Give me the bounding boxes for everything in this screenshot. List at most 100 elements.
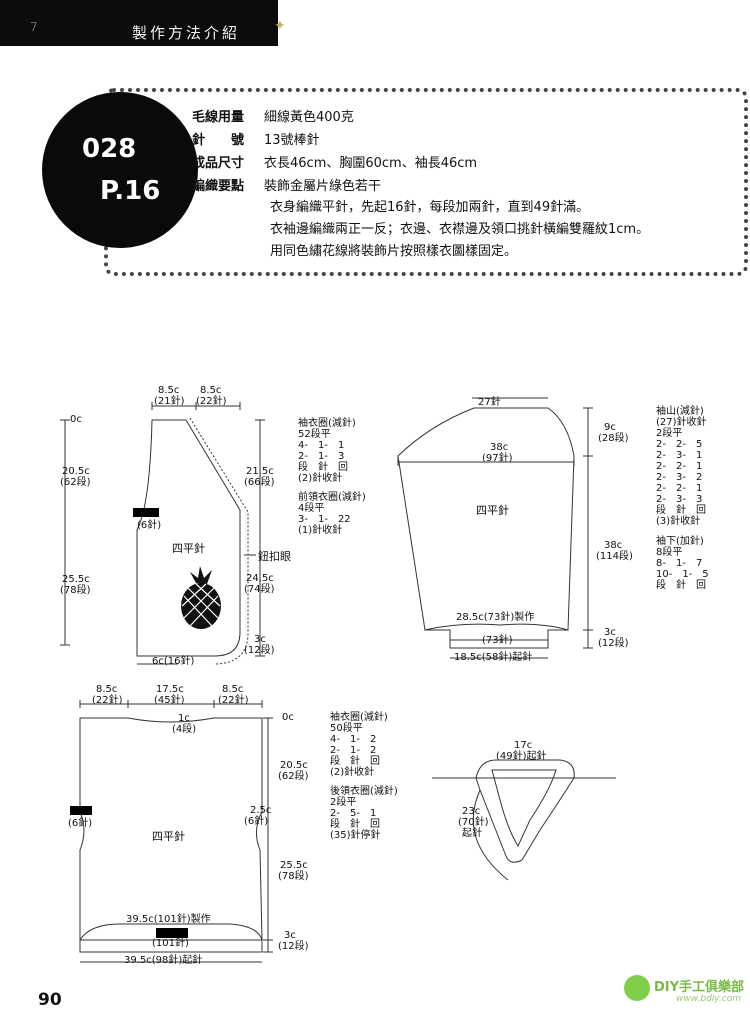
back-neck-line: 段 針 回 bbox=[330, 819, 380, 830]
front-neck-line: (1)針收針 bbox=[298, 525, 343, 536]
front-upper-rows: (62段) bbox=[60, 477, 91, 488]
sleeve-hem-rows: (12段) bbox=[598, 638, 629, 649]
marker-block bbox=[70, 806, 92, 815]
back-upper-rows: (62段) bbox=[278, 771, 309, 782]
page-number: 90 bbox=[38, 990, 62, 1010]
spec-row: 毛線用量細線黃色400克 bbox=[192, 110, 354, 125]
back-hem-st: (101針) bbox=[152, 938, 189, 949]
sleeve-len-rows: (114段) bbox=[596, 551, 633, 562]
sleeve-cap-line: 2段平 bbox=[656, 428, 683, 439]
back-top-r-st: (22針) bbox=[218, 695, 249, 706]
collar-arc-dim bbox=[472, 789, 509, 881]
sleeve-cap-cm: 9c bbox=[604, 422, 616, 433]
collar-top-cm: 17c bbox=[514, 740, 533, 751]
sleeve-hem-cm: 3c bbox=[604, 627, 616, 638]
sleeve-inc-line: 段 針 回 bbox=[656, 580, 706, 591]
front-top-left-st: (21針) bbox=[154, 396, 185, 407]
back-hem-rows: (12段) bbox=[278, 941, 309, 952]
front-note-line: 段 針 回 bbox=[298, 462, 348, 473]
sleeve-inc-line: 8段平 bbox=[656, 547, 683, 558]
pattern-badge: 028 P.16 bbox=[42, 92, 198, 248]
front-underarm-st: (6針) bbox=[137, 520, 162, 531]
instruction-line: 衣袖邊編織兩正一反；衣邊、衣襟邊及領口挑針橫編雙羅紋1cm。 bbox=[270, 222, 650, 237]
sleeve-cuff bbox=[425, 629, 568, 649]
front-note-line: 52段平 bbox=[298, 429, 331, 440]
buttonhole-label: 鈕扣眼 bbox=[258, 550, 291, 563]
sleeve-inc-title: 袖下(加針) bbox=[656, 536, 704, 547]
sleeve-outline bbox=[397, 407, 575, 631]
back-lower-rows: (78段) bbox=[278, 871, 309, 882]
sleeve-cap-title: 袖山(減針) bbox=[656, 406, 704, 417]
back-neck-line: 2段平 bbox=[330, 797, 357, 808]
back-note-line: 段 針 回 bbox=[330, 756, 380, 767]
front-top-right-st: (22針) bbox=[196, 396, 227, 407]
sleeve-width-st: (97針) bbox=[482, 453, 513, 464]
sleeve-cap-line: 2- 2- 1 bbox=[656, 483, 703, 494]
pattern-page: P.16 bbox=[100, 176, 161, 206]
back-underarm-st: (6針) bbox=[68, 818, 93, 829]
front-right-lower-cm: 24.5c bbox=[246, 573, 274, 584]
sparkle-icon: ✦ bbox=[274, 18, 286, 34]
marker-block bbox=[156, 928, 188, 938]
sleeve-cap-line: 2- 3- 2 bbox=[656, 472, 703, 483]
front-note-line: 2- 1- 3 bbox=[298, 451, 345, 462]
back-upper-cm: 20.5c bbox=[280, 760, 308, 771]
back-note-line: (2)針收針 bbox=[330, 767, 375, 778]
sleeve-cap-line: (27)針收針 bbox=[656, 417, 707, 428]
front-note-line: 4- 1- 1 bbox=[298, 440, 345, 451]
sleeve-cap-line: (3)針收針 bbox=[656, 516, 701, 527]
page-header-title: 製作方法介紹 bbox=[132, 24, 241, 42]
front-neck-title: 前領衣圈(減針) bbox=[298, 492, 366, 503]
front-right-upper-cm: 21.5c bbox=[246, 466, 274, 477]
sleeve-cap-line: 2- 2- 1 bbox=[656, 461, 703, 472]
front-piece-outline bbox=[136, 419, 241, 657]
front-note-line: (2)針收針 bbox=[298, 473, 343, 484]
collar-side-st: (70針) bbox=[458, 817, 489, 828]
back-hem-make: 39.5c(101針)製作 bbox=[126, 914, 211, 925]
back-top-m-cm: 17.5c bbox=[156, 684, 184, 695]
front-right-lower-rows: (74段) bbox=[244, 584, 275, 595]
front-note-title: 袖衣圈(減針) bbox=[298, 418, 356, 429]
header-bar bbox=[0, 0, 278, 46]
front-top-left-cm: 8.5c bbox=[158, 385, 180, 396]
club-logo-icon bbox=[624, 975, 650, 1001]
marker-block bbox=[133, 508, 159, 517]
back-origin: 0c bbox=[282, 712, 294, 723]
sleeve-cuff-st: (73針) bbox=[482, 635, 513, 646]
front-neck-line: 3- 1- 22 bbox=[298, 514, 351, 525]
instruction-line: 衣身編織平針，先起16針，每段加兩針，直到49針滿。 bbox=[270, 200, 590, 215]
back-hem bbox=[79, 923, 263, 953]
back-stitch-label: 四平針 bbox=[152, 830, 185, 843]
collar-side-cm: 23c bbox=[462, 806, 481, 817]
spec-row: 成品尺寸衣長46cm、胸圍60cm、袖長46cm bbox=[192, 156, 478, 171]
front-lower-rows: (78段) bbox=[60, 585, 91, 596]
front-upper-cm: 20.5c bbox=[62, 466, 90, 477]
back-neck-title: 後領衣圈(減針) bbox=[330, 786, 398, 797]
collar-top-st: (49針)起針 bbox=[496, 751, 547, 762]
sleeve-cap-line: 2- 3- 3 bbox=[656, 494, 703, 505]
pattern-number: 028 bbox=[82, 134, 137, 164]
back-hem-cm: 3c bbox=[284, 930, 296, 941]
back-neck-rows: (4段) bbox=[172, 724, 197, 735]
sleeve-stitch-label: 四平針 bbox=[476, 504, 509, 517]
collar-side-label: 起針 bbox=[462, 828, 482, 839]
sleeve-len-cm: 38c bbox=[604, 540, 623, 551]
sleeve-top-st: 27針 bbox=[478, 397, 501, 408]
collar-outline bbox=[475, 759, 575, 863]
back-neck-line: (35)針停針 bbox=[330, 830, 381, 841]
sleeve-cuff-make: 28.5c(73針)製作 bbox=[456, 612, 535, 623]
back-neck-cm: 1c bbox=[178, 713, 190, 724]
front-hem-cm: 3c bbox=[254, 634, 266, 645]
back-neck-line: 2- 5- 1 bbox=[330, 808, 377, 819]
sleeve-cap-rows: (28段) bbox=[598, 433, 629, 444]
front-origin: 0c bbox=[70, 414, 82, 425]
back-piece-outline bbox=[79, 717, 263, 941]
back-top-m-st: (45針) bbox=[154, 695, 185, 706]
front-bottom-label: 6c(16針) bbox=[152, 656, 195, 667]
watermark-brand: DIY手工俱樂部 bbox=[654, 980, 745, 995]
front-neck-line: 4段平 bbox=[298, 503, 325, 514]
back-top-l-st: (22針) bbox=[92, 695, 123, 706]
back-lower-cm: 25.5c bbox=[280, 860, 308, 871]
